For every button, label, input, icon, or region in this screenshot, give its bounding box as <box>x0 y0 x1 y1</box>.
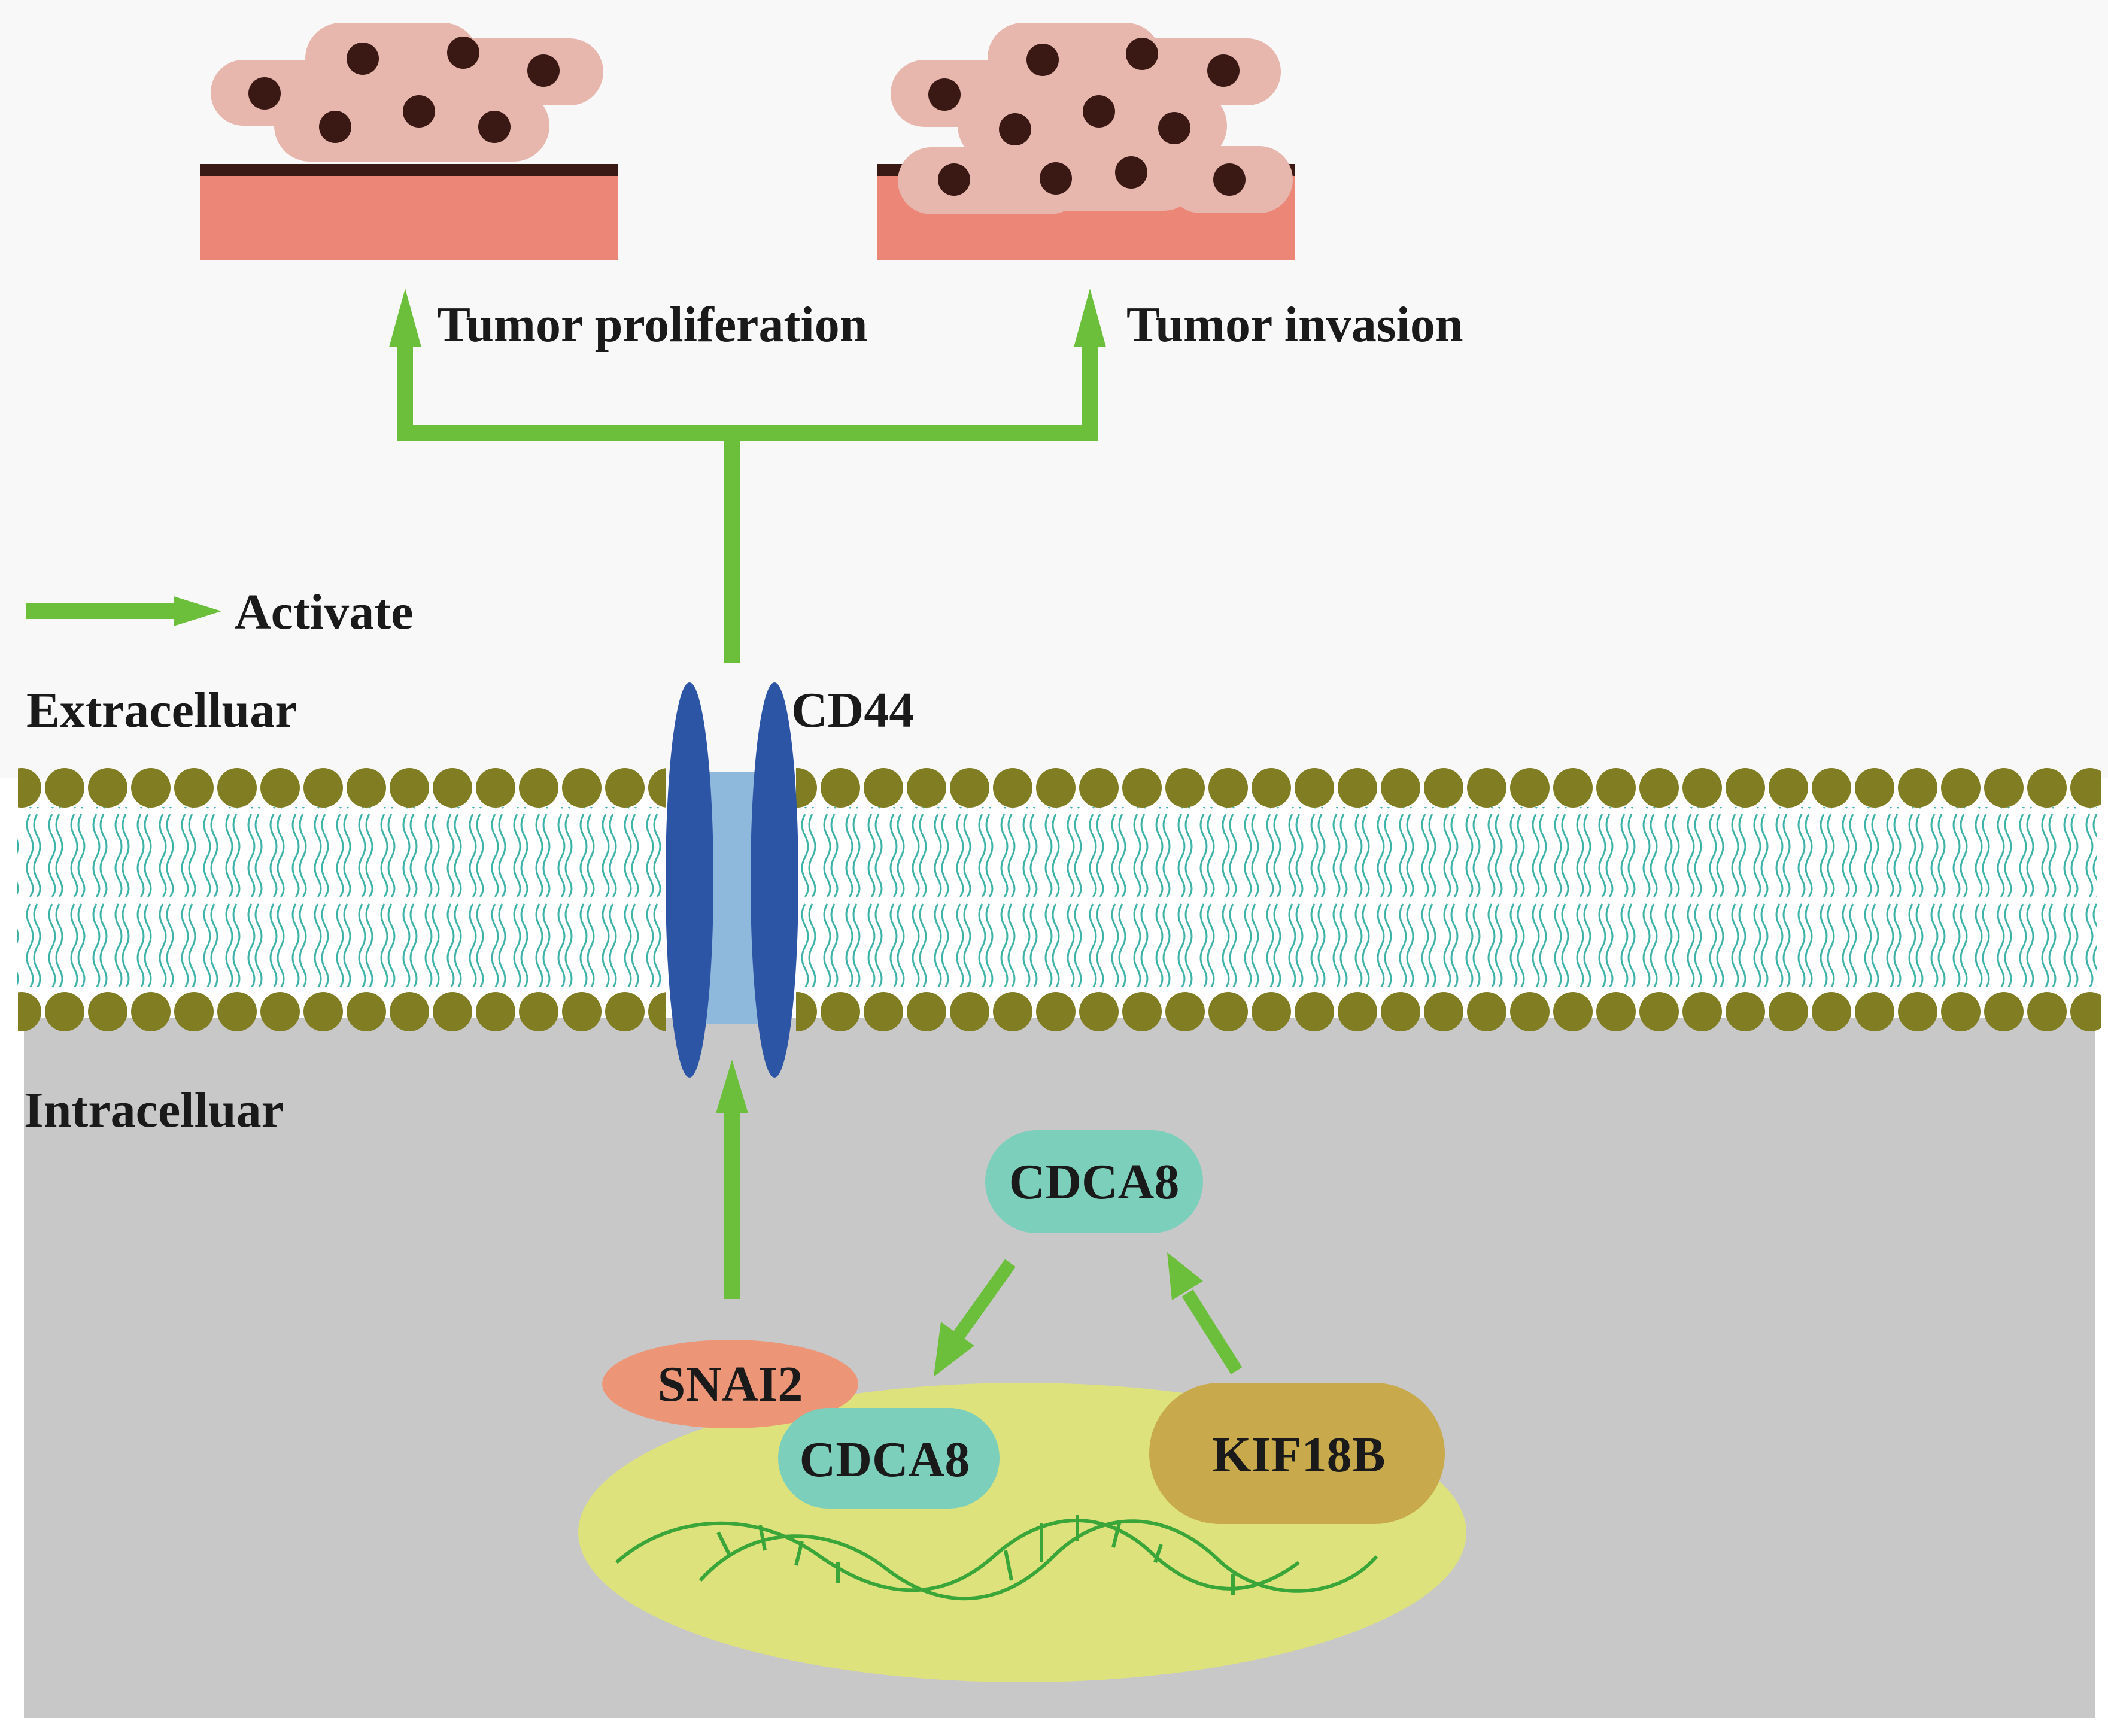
cdca8-cytoplasm: CDCA8 <box>985 1130 1203 1233</box>
extracellular-label: Extracelluar <box>26 682 297 738</box>
cd44-activation-arrows <box>389 289 1106 663</box>
kif18b-to-cdca8-arrow <box>1167 1252 1243 1374</box>
tumor-proliferation-icon <box>200 23 618 260</box>
cd44-receptor <box>666 682 798 1078</box>
cd44-label: CD44 <box>791 682 914 738</box>
cell-membrane <box>17 766 2101 1033</box>
cdca8-cytoplasm-label: CDCA8 <box>1009 1154 1180 1210</box>
cdca8-nucleus-label: CDCA8 <box>800 1432 970 1488</box>
dna-helix-icon <box>615 1515 1378 1601</box>
cdca8-to-nucleus-arrow <box>934 1259 1016 1377</box>
legend-activate-label: Activate <box>235 584 414 640</box>
kif18b: KIF18B <box>1149 1383 1445 1524</box>
snai2-label: SNAI2 <box>658 1356 803 1412</box>
tumor-invasion-icon <box>877 23 1295 260</box>
snai2-to-cd44-arrow <box>716 1060 748 1299</box>
tumor-invasion-label: Tumor invasion <box>1126 297 1463 353</box>
cdca8-nucleus: CDCA8 <box>778 1408 1000 1509</box>
snai2: SNAI2 <box>602 1340 858 1428</box>
kif18b-label: KIF18B <box>1212 1427 1385 1483</box>
tumor-proliferation-label: Tumor proliferation <box>437 297 868 353</box>
legend-activate-arrow <box>26 596 221 626</box>
intracellular-label: Intracelluar <box>24 1082 284 1138</box>
